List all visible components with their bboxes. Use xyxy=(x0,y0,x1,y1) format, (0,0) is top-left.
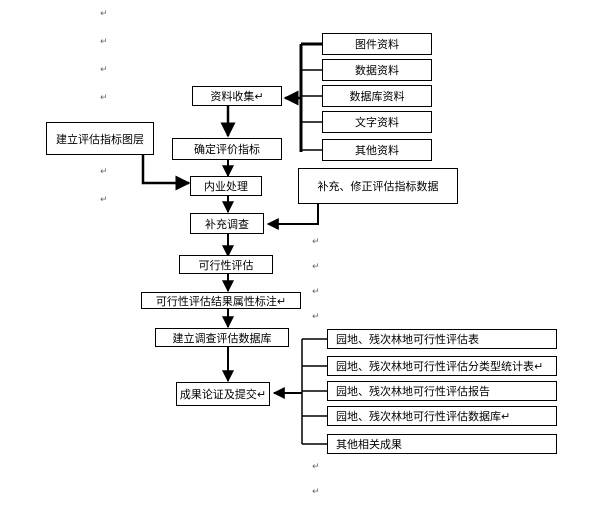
paragraph-mark: ↵ xyxy=(312,287,320,297)
step-data-collection: 资料收集↵ xyxy=(192,86,282,106)
paragraph-mark: ↵ xyxy=(100,37,108,47)
output-database: 园地、残次林地可行性评估数据库↵ xyxy=(327,406,557,426)
side-build-indicator-layer: 建立评估指标图层 xyxy=(46,122,154,155)
side-supplement-data: 补充、修正评估指标数据 xyxy=(298,168,458,204)
step-supplementary-survey: 补充调查 xyxy=(190,213,264,234)
paragraph-mark: ↵ xyxy=(100,93,108,103)
step-results-submission: 成果论证及提交↵ xyxy=(176,382,270,406)
paragraph-mark: ↵ xyxy=(100,65,108,75)
paragraph-mark: ↵ xyxy=(100,9,108,19)
input-box-data: 数据资料 xyxy=(322,59,432,81)
step-attribute-annotation: 可行性评估结果属性标注↵ xyxy=(141,292,301,309)
output-assessment-table: 园地、残次林地可行性评估表 xyxy=(327,329,557,349)
input-box-database: 数据库资料 xyxy=(322,85,432,107)
paragraph-mark: ↵ xyxy=(312,312,320,322)
input-box-text: 文字资料 xyxy=(322,111,432,133)
step-build-database: 建立调查评估数据库 xyxy=(155,328,289,347)
paragraph-mark: ↵ xyxy=(100,167,108,177)
paragraph-mark: ↵ xyxy=(312,487,320,497)
input-box-maps: 图件资料 xyxy=(322,33,432,55)
paragraph-mark: ↵ xyxy=(312,462,320,472)
output-other-results: 其他相关成果 xyxy=(327,434,557,454)
paragraph-mark: ↵ xyxy=(312,262,320,272)
input-box-other: 其他资料 xyxy=(322,139,432,161)
output-report: 园地、残次林地可行性评估报告 xyxy=(327,381,557,401)
step-determine-indicators: 确定评价指标 xyxy=(172,138,282,160)
step-office-processing: 内业处理 xyxy=(190,176,262,196)
paragraph-mark: ↵ xyxy=(100,195,108,205)
paragraph-mark: ↵ xyxy=(312,237,320,247)
output-statistics-table: 园地、残次林地可行性评估分类型统计表↵ xyxy=(327,356,557,376)
step-feasibility-assessment: 可行性评估 xyxy=(179,255,273,274)
